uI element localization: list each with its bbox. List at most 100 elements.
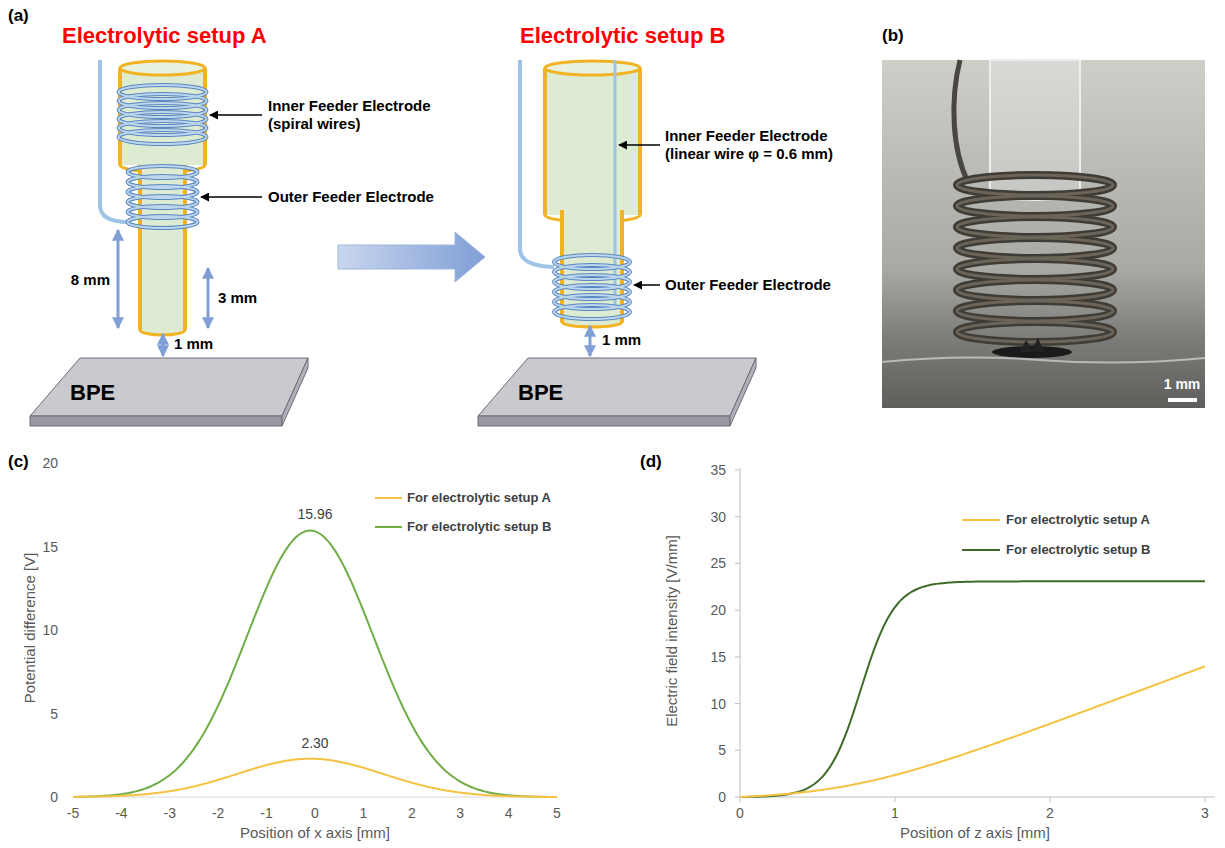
legend-line-sample xyxy=(375,497,402,499)
tick-label: 15 xyxy=(42,538,58,555)
tick-label: 1 xyxy=(891,805,899,822)
tick-label: -1 xyxy=(260,805,272,822)
dimension-label: 1 mm xyxy=(602,331,641,349)
tick-label: 2 xyxy=(408,805,416,822)
tick-mark xyxy=(1050,797,1051,802)
coil-turn xyxy=(554,305,630,319)
coil-turn-highlight xyxy=(957,175,1113,195)
chart-curves xyxy=(73,531,1205,797)
tick-label: 0 xyxy=(311,805,319,822)
coil-turn-highlight xyxy=(957,259,1113,279)
axis-title: Electric field intensity [V/mm] xyxy=(663,535,681,727)
part-label: Inner Feeder Electrode (spiral wires) xyxy=(268,97,453,133)
panel-letter: (b) xyxy=(882,26,904,46)
tick-label: 0 xyxy=(718,789,726,806)
tick-label: 0 xyxy=(50,789,58,806)
electrode-plate: BPE xyxy=(478,358,758,428)
plate-face xyxy=(282,358,308,426)
data-curve xyxy=(740,581,1205,797)
leader-arrow xyxy=(210,114,262,116)
plate-face xyxy=(478,358,756,416)
tick-mark xyxy=(735,797,740,798)
tick-label: 1 xyxy=(359,805,367,822)
tick-label: 3 xyxy=(456,805,464,822)
tick-label: 20 xyxy=(710,602,726,619)
dimension-arrow xyxy=(589,326,592,356)
upper-tube-wall xyxy=(545,68,640,215)
axis-title: Position of z axis [mm] xyxy=(900,824,1050,842)
tick-label: 35 xyxy=(710,462,726,479)
tick-mark xyxy=(735,516,740,517)
coil-turn-highlight xyxy=(957,322,1113,342)
legend-line-sample xyxy=(962,519,1000,521)
part-label: Inner Feeder Electrode (linear wire φ = … xyxy=(665,127,850,163)
legend-label: For electrolytic setup B xyxy=(407,519,551,535)
legend-samples xyxy=(375,498,1000,550)
dimension-arrow xyxy=(162,334,165,356)
tick-mark xyxy=(735,610,740,611)
deposit-spot xyxy=(1020,338,1044,352)
tick-label: -5 xyxy=(67,805,79,822)
coil-turn xyxy=(119,130,207,144)
axis-title: Position of x axis [mm] xyxy=(240,824,390,842)
upper-tube-rim xyxy=(545,61,640,75)
spiral-electrode xyxy=(554,255,630,319)
tick-label: 4 xyxy=(505,805,513,822)
data-curve xyxy=(740,666,1205,797)
tick-mark xyxy=(735,703,740,704)
panel-letter: (a) xyxy=(8,6,29,26)
coil-turn-highlight xyxy=(957,217,1113,237)
leader-arrow xyxy=(634,284,660,286)
tick-label: -4 xyxy=(115,805,127,822)
leader-arrow xyxy=(619,144,660,146)
coil-turn-highlight xyxy=(957,238,1113,258)
tick-label: -2 xyxy=(212,805,224,822)
setup-title: Electrolytic setup A xyxy=(62,23,267,49)
coil-turn xyxy=(957,322,1113,342)
chart-c-axes xyxy=(73,797,557,798)
plate-face xyxy=(30,358,308,416)
tick-label: 15 xyxy=(710,648,726,665)
tick-mark xyxy=(895,797,896,802)
data-curve xyxy=(73,531,557,797)
setup-b-illustration xyxy=(520,60,660,356)
upper-tube xyxy=(545,68,640,215)
tick-label: 3 xyxy=(1201,805,1209,822)
tick-mark xyxy=(735,563,740,564)
scale-bar xyxy=(1168,398,1197,402)
legend-label: For electrolytic setup B xyxy=(1006,542,1150,558)
legend-line-sample xyxy=(962,549,1000,551)
dimension-label: 1 mm xyxy=(174,335,213,353)
photo-coil xyxy=(957,175,1113,342)
tick-label: 0 xyxy=(736,805,744,822)
tick-label: 30 xyxy=(710,508,726,525)
coil-turn-highlight xyxy=(128,216,198,228)
dimension-label: 8 mm xyxy=(71,271,110,289)
photo-background xyxy=(882,60,1205,408)
coil-turn-highlight xyxy=(554,305,630,319)
chart-d-axes xyxy=(735,468,1215,802)
coil-turn-highlight xyxy=(119,130,207,144)
tick-mark xyxy=(1205,797,1206,802)
dimension-arrow xyxy=(207,268,210,328)
y-axis-line xyxy=(740,468,741,797)
setup-title: Electrolytic setup B xyxy=(520,23,725,49)
legend-label: For electrolytic setup A xyxy=(407,490,551,506)
photo-illustration xyxy=(882,60,1205,408)
tick-label: 10 xyxy=(710,695,726,712)
legend-line-sample xyxy=(375,526,402,528)
x-axis-line xyxy=(73,797,557,798)
x-axis-line xyxy=(740,797,1215,798)
tick-label: 5 xyxy=(553,805,561,822)
electrode-plate: BPE xyxy=(30,358,310,428)
tick-mark xyxy=(735,750,740,751)
tick-label: 2 xyxy=(1046,805,1054,822)
plate-face xyxy=(30,416,282,426)
tick-label: -3 xyxy=(164,805,176,822)
tick-mark xyxy=(735,469,740,470)
liquid-surface xyxy=(882,357,1205,362)
axis-title: Potential difference [V] xyxy=(21,553,39,704)
tick-marks xyxy=(735,470,1205,802)
scale-bar-label: 1 mm xyxy=(1164,376,1201,393)
tick-label: 5 xyxy=(718,742,726,759)
